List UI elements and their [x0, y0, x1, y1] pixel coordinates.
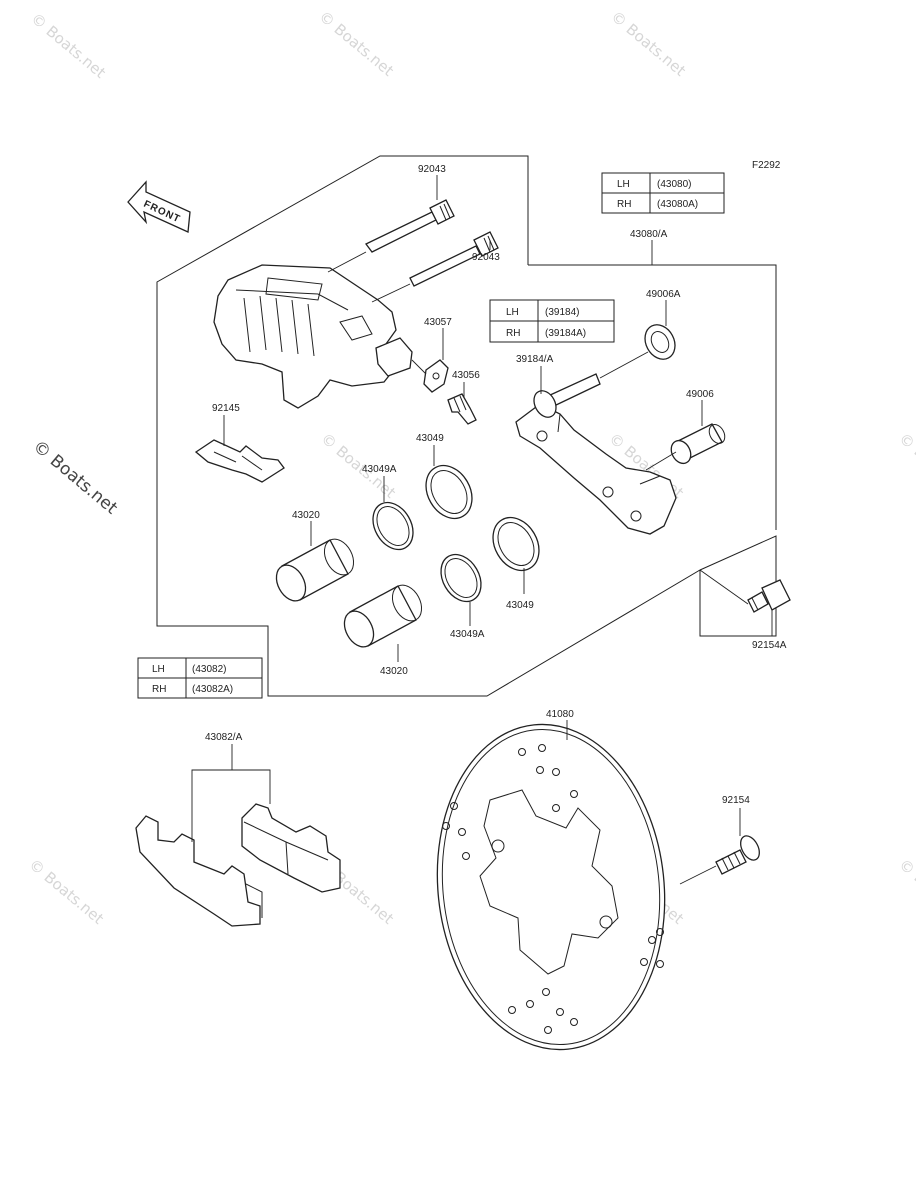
table-bracket: LH (43080) RH (43080A): [601, 172, 725, 214]
seal-43049A-bottom: [440, 553, 482, 603]
part-label: 43082/A: [205, 732, 243, 743]
boot-49006: [670, 423, 726, 465]
part-label: 43020: [380, 666, 408, 677]
caliper-bracket-43080: [515, 403, 677, 535]
part-label: 41080: [546, 709, 574, 720]
part-label: 43056: [452, 370, 480, 381]
table-rh-value: (39184A): [545, 328, 586, 339]
table-lh-label: LH: [506, 307, 519, 318]
bracket-pin-39184: [533, 373, 601, 418]
bracket-assembly-outline: [528, 264, 777, 530]
figure-code: F2292: [752, 160, 781, 171]
bolt-92154A-line: [699, 569, 749, 605]
watermark-dark: © Boats.net: [29, 437, 122, 519]
bolt-92154-line: [679, 865, 717, 885]
part-label: 43080/A: [630, 229, 668, 240]
part-label: 49006A: [646, 289, 681, 300]
boot-axis-line: [645, 451, 677, 471]
table-lh-label: LH: [152, 664, 165, 675]
leader-lines: [223, 175, 773, 836]
watermark: © Boats.net: [895, 429, 916, 502]
part-label: 43049A: [362, 464, 397, 475]
table-rh-value: (43082A): [192, 684, 233, 695]
slide-pin-lower: [409, 231, 499, 287]
brake-disc-41080: [436, 723, 666, 1051]
bolt-92154A: [747, 579, 791, 613]
part-label: 92154A: [752, 640, 787, 651]
part-label: 92043: [472, 252, 500, 263]
part-label: 43020: [292, 510, 320, 521]
table-rh-label: RH: [152, 684, 166, 695]
caliper-assembly-outline: [156, 155, 777, 697]
pad-bracket-line: [191, 769, 271, 842]
table-rh-label: RH: [506, 328, 520, 339]
part-label: 43049A: [450, 629, 485, 640]
watermark: © Boats.net: [25, 855, 107, 928]
bleeder-valve-43056: [447, 393, 477, 425]
bolt-92154: [715, 835, 760, 875]
part-label: 43057: [424, 317, 452, 328]
part-label: 43049: [416, 433, 444, 444]
pin-upper-line: [327, 251, 367, 273]
part-label: 49006: [686, 389, 714, 400]
table-rh-value: (43080A): [657, 199, 698, 210]
table-lh-value: (43082): [192, 664, 226, 675]
piston-43020-left: [275, 538, 355, 602]
watermark: © Boats.net: [315, 7, 397, 80]
part-labels: 92043 92043 43057 43056 92145 43049 4304…: [205, 164, 787, 806]
table-lh-label: LH: [617, 179, 630, 190]
watermark: © Boats.net: [607, 7, 689, 80]
watermark: © Boats.net: [895, 855, 916, 928]
slide-pin-upper: [365, 199, 455, 253]
seal-43049-right: [492, 516, 540, 572]
pin-lower-line: [371, 283, 411, 303]
part-label: 43049: [506, 600, 534, 611]
table-lh-value: (39184): [545, 307, 579, 318]
boot-49006A: [644, 324, 676, 360]
table-rh-label: RH: [617, 199, 631, 210]
seal-43049A-top: [372, 501, 414, 551]
piston-43020-right: [343, 584, 423, 648]
seal-43049-top: [425, 464, 473, 520]
brake-pad-right: [241, 803, 341, 893]
bleeder-line: [411, 359, 427, 375]
clip-43057: [423, 359, 449, 393]
front-arrow-icon: FRONT: [127, 180, 191, 233]
caliper-body: [213, 264, 413, 409]
pin-axis-line: [599, 351, 649, 379]
part-label: 92043: [418, 164, 446, 175]
part-label: 92145: [212, 403, 240, 414]
watermark: © Boats.net: [27, 9, 109, 82]
brake-pad-left: [135, 815, 263, 927]
part-label: 92154: [722, 795, 750, 806]
table-pin: LH (39184) RH (39184A): [489, 299, 615, 343]
table-lh-value: (43080): [657, 179, 691, 190]
pad-spring-92145: [194, 439, 285, 483]
part-label: 39184/A: [516, 354, 554, 365]
table-pads: LH (43082) RH (43082A): [137, 657, 263, 699]
